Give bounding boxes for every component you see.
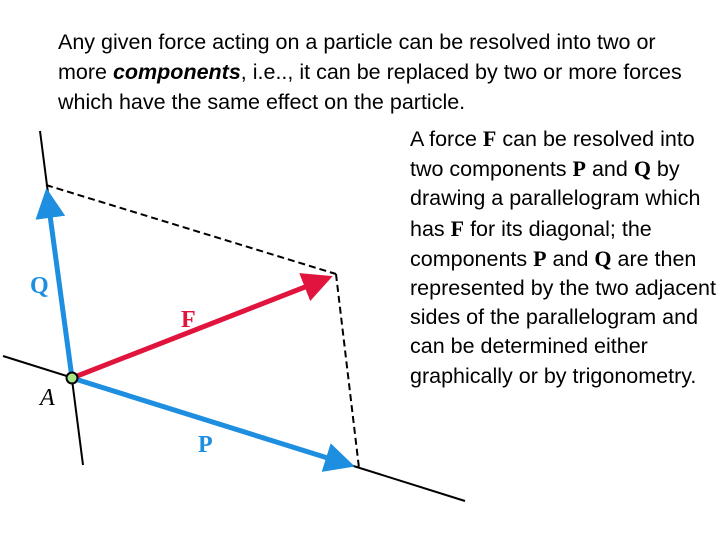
explanation-paragraph: A force F can be resolved into two compo… [410,124,720,391]
text: by drawing a parallelogram which has [410,157,701,241]
symbol-Q: Q [594,245,612,271]
intro-paragraph: Any given force acting on a particle can… [58,27,698,117]
vector-F [71,273,333,381]
vector-Q [35,188,75,379]
text: and [585,157,634,182]
text: A force [410,127,483,151]
symbol-F: F [450,215,465,241]
vector-P [71,375,355,472]
text: and [546,246,595,271]
text: can be resolved into two components [410,127,695,182]
dashed-side-right [335,273,360,469]
symbol-Q: Q [633,156,651,182]
symbol-P: P [533,245,547,271]
intro-text-1: Any given force acting on a particle can… [58,30,656,84]
label-F: F [181,307,196,333]
dashed-side-top [45,184,337,275]
label-P: P [198,432,213,458]
symbol-F: F [482,126,497,151]
text: are then represented by the two adjacent… [410,246,716,388]
label-Q: Q [30,273,49,299]
point-A [65,371,79,385]
intro-text-2: , i.e.., it can be replaced by two or mo… [58,60,682,114]
label-A: A [38,385,55,411]
text: for its diagonal; the components [410,216,652,271]
symbol-P: P [572,156,586,182]
intro-emphasis-components: components [112,60,241,84]
